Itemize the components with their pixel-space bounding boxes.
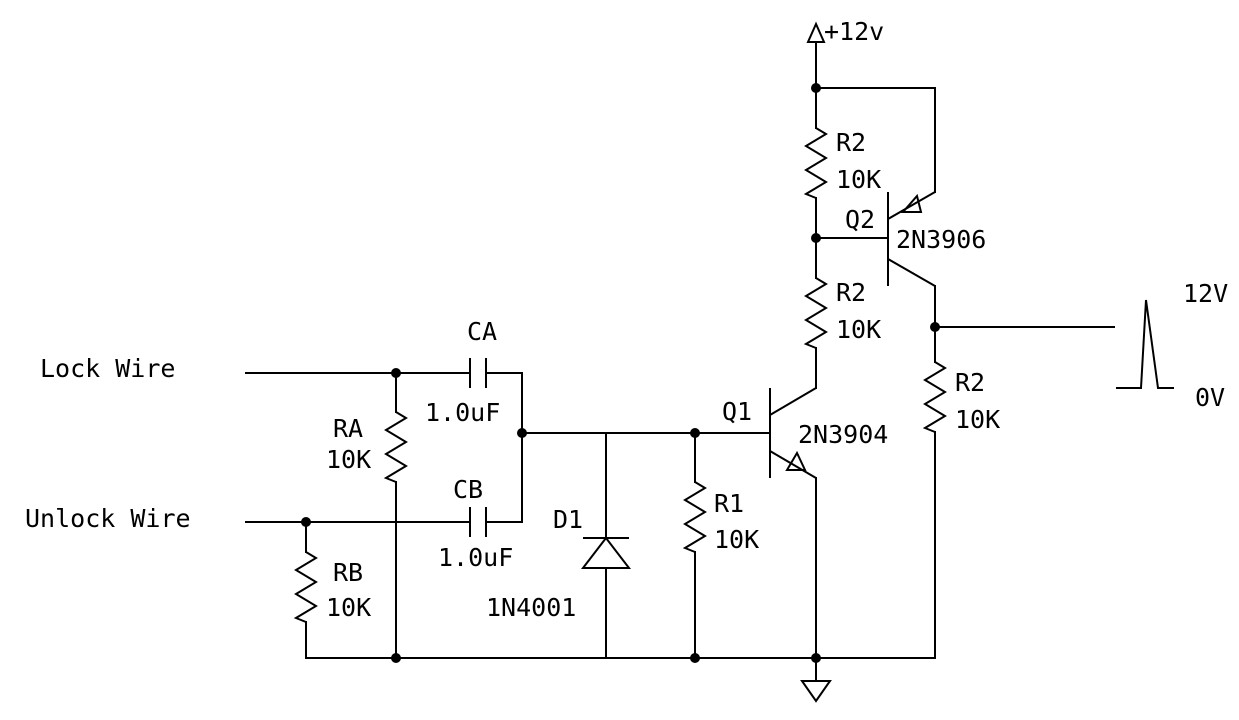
r2-top-name: R2 — [836, 128, 866, 157]
junction-dot — [811, 653, 821, 663]
transistor-q2 — [887, 191, 936, 287]
q2-name: Q2 — [845, 205, 875, 234]
junction-dot — [690, 653, 700, 663]
cb-value: 1.0uF — [438, 543, 513, 572]
resistor-rb — [293, 551, 318, 623]
ca-name: CA — [467, 317, 497, 346]
q2-value: 2N3906 — [896, 225, 986, 254]
q1-value: 2N3904 — [798, 420, 888, 449]
r2-out-value: 10K — [955, 405, 1000, 434]
ra-value: 10K — [326, 445, 371, 474]
junction-dot — [391, 368, 401, 378]
d1-value: 1N4001 — [486, 593, 576, 622]
supply-arrow-icon — [806, 21, 826, 43]
rb-name: RB — [333, 558, 363, 587]
capacitor-ca — [469, 358, 487, 388]
rb-value: 10K — [326, 593, 371, 622]
junction-dot — [301, 517, 311, 527]
junction-dot — [517, 428, 527, 438]
junction-dot — [930, 322, 940, 332]
pulse-waveform-icon — [1116, 299, 1174, 389]
supply-label: +12v — [824, 17, 884, 46]
cb-name: CB — [453, 475, 483, 504]
junction-dot — [391, 653, 401, 663]
junctions — [301, 83, 940, 663]
junction-dot — [690, 428, 700, 438]
r2-mid-name: R2 — [836, 278, 866, 307]
emitter-arrow-icon — [785, 450, 807, 471]
ca-value: 1.0uF — [425, 398, 500, 427]
ground-triangle-icon — [800, 680, 832, 703]
output-high-label: 12V — [1183, 279, 1228, 308]
r1-value: 10K — [714, 525, 759, 554]
r2-out-name: R2 — [955, 368, 985, 397]
q1-name: Q1 — [722, 397, 752, 426]
lock-wire-label: Lock Wire — [40, 354, 175, 383]
emitter-arrow-icon — [900, 193, 923, 213]
resistor-r1 — [682, 481, 707, 553]
diode-d1 — [580, 536, 632, 569]
resistor-r2-top — [803, 127, 828, 199]
resistor-ra — [383, 411, 408, 483]
r1-name: R1 — [714, 489, 744, 518]
capacitor-cb — [469, 507, 487, 537]
junction-dot — [811, 83, 821, 93]
r2-top-value: 10K — [836, 165, 881, 194]
wires — [245, 41, 1115, 681]
d1-name: D1 — [553, 505, 583, 534]
r2-mid-value: 10K — [836, 315, 881, 344]
junction-dot — [811, 233, 821, 243]
resistor-r2-mid — [803, 277, 828, 349]
unlock-wire-label: Unlock Wire — [25, 504, 191, 533]
ra-name: RA — [333, 414, 363, 443]
transistor-q1 — [769, 387, 817, 479]
output-low-label: 0V — [1195, 383, 1225, 412]
resistor-r2-out — [922, 361, 947, 433]
